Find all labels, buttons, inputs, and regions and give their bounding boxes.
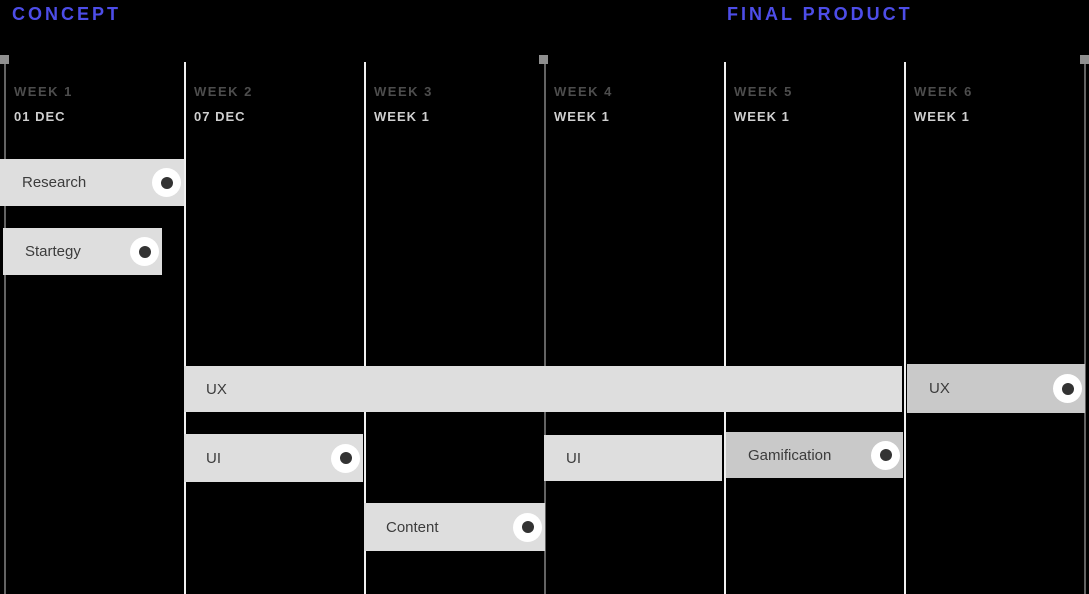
task-label: Startegy [25, 243, 81, 260]
week-sublabel-2: 07 DEC [194, 109, 246, 124]
timeline-right-edge-line [1084, 62, 1086, 594]
radio-dot-icon [1061, 382, 1074, 395]
phase-title-concept: CONCEPT [12, 4, 122, 24]
task-label: Gamification [748, 446, 832, 464]
task-status-radio[interactable] [331, 443, 360, 473]
task-status-radio[interactable] [130, 237, 159, 266]
radio-dot-icon [521, 521, 534, 533]
task-bar-ux[interactable]: UX [184, 366, 902, 412]
week-sublabel-5: WEEK 1 [734, 109, 790, 124]
task-label: Research [22, 174, 87, 191]
task-bar-content[interactable]: Content [364, 503, 545, 551]
task-label: UX [929, 380, 950, 397]
week-sublabel-1: 01 DEC [14, 109, 66, 124]
radio-dot-icon [339, 452, 352, 464]
radio-dot-icon [879, 449, 892, 461]
week-divider-line [904, 62, 906, 594]
task-status-radio[interactable] [513, 512, 542, 542]
radio-dot-icon [138, 245, 151, 258]
task-bar-ui[interactable]: UI [184, 434, 363, 482]
week-divider-line [724, 62, 726, 594]
task-status-radio[interactable] [1053, 374, 1082, 403]
week-divider-line [184, 62, 186, 594]
task-label: UX [206, 380, 227, 398]
task-bar-startegy[interactable]: Startegy [3, 228, 162, 275]
week-label-4: WEEK 4 [554, 84, 613, 99]
task-status-radio[interactable] [871, 440, 900, 470]
task-bar-ui[interactable]: UI [544, 435, 722, 481]
week-sublabel-6: WEEK 1 [914, 109, 970, 124]
week-divider-line [544, 62, 546, 594]
phase-title-final-product: FINAL PRODUCT [727, 4, 913, 24]
radio-dot-icon [160, 176, 173, 189]
task-label: Content [386, 518, 439, 536]
week-sublabel-3: WEEK 1 [374, 109, 430, 124]
week-sublabel-4: WEEK 1 [554, 109, 610, 124]
task-bar-research[interactable]: Research [0, 159, 184, 206]
week-label-6: WEEK 6 [914, 84, 973, 99]
week-label-1: WEEK 1 [14, 84, 73, 99]
week-divider-line [364, 62, 366, 594]
task-label: UI [566, 449, 581, 467]
week-label-2: WEEK 2 [194, 84, 253, 99]
phase-marker-square [1080, 55, 1089, 64]
task-status-radio[interactable] [152, 168, 181, 197]
week-divider-line [4, 62, 6, 594]
week-label-5: WEEK 5 [734, 84, 793, 99]
phase-marker-square [539, 55, 548, 64]
phase-marker-square [0, 55, 9, 64]
task-label: UI [206, 449, 221, 467]
task-bar-gamification[interactable]: Gamification [726, 432, 903, 478]
task-bar-ux[interactable]: UX [907, 364, 1085, 413]
week-label-3: WEEK 3 [374, 84, 433, 99]
